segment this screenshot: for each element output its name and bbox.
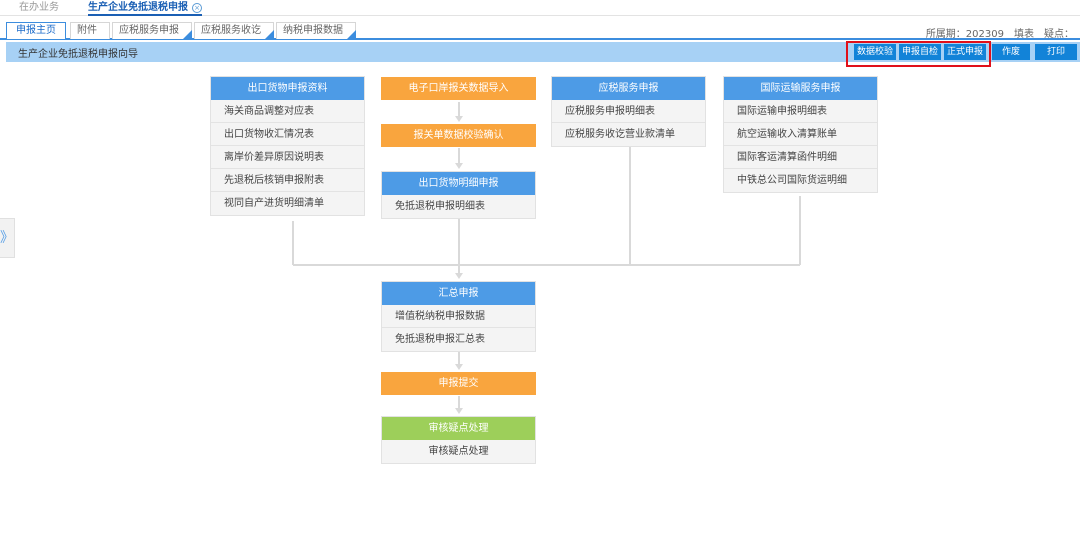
tab-corner-icon <box>265 30 274 39</box>
list-item[interactable]: 中铁总公司国际货运明细 <box>724 169 877 192</box>
tab-production-tax-refund[interactable]: 生产企业免抵退税申报 × <box>88 1 202 16</box>
summary-panel: 汇总申报 增值税纳税申报数据 免抵退税申报汇总表 <box>381 281 536 352</box>
highlight-box <box>846 41 991 67</box>
list-item[interactable]: 先退税后核销申报附表 <box>211 169 364 192</box>
export-detail-header[interactable]: 出口货物明细申报 <box>382 172 535 195</box>
list-item[interactable]: 国际运输申报明细表 <box>724 100 877 123</box>
wizard-header: 生产企业免抵退税申报向导 <box>6 42 1080 62</box>
taxable-service-header[interactable]: 应税服务申报 <box>552 77 705 100</box>
export-goods-panel: 出口货物申报资料 海关商品调整对应表 出口货物收汇情况表 离岸价差异原因说明表 … <box>210 76 365 216</box>
tab-tax-declare-data[interactable]: 纳税申报数据 <box>276 22 356 39</box>
list-item[interactable]: 应税服务申报明细表 <box>552 100 705 123</box>
tab-label: 应税服务申报 <box>119 25 179 36</box>
list-item[interactable]: 应税服务收讫营业款清单 <box>552 123 705 146</box>
tab-corner-icon <box>183 30 192 39</box>
tab-taxable-service-declare[interactable]: 应税服务申报 <box>112 22 192 39</box>
tab-corner-icon <box>347 30 356 39</box>
summary-header[interactable]: 汇总申报 <box>382 282 535 305</box>
period-info: 所属期：202309 填表 疑点： <box>925 29 1074 40</box>
export-goods-header[interactable]: 出口货物申报资料 <box>211 77 364 100</box>
void-button[interactable]: 作废 <box>992 44 1030 60</box>
list-item[interactable]: 视同自产进货明细清单 <box>211 192 364 215</box>
submit-declare-button[interactable]: 申报提交 <box>381 372 536 395</box>
tab-attachment[interactable]: 附件 <box>70 22 110 39</box>
list-item[interactable]: 海关商品调整对应表 <box>211 100 364 123</box>
list-item[interactable]: 国际客运清算函件明细 <box>724 146 877 169</box>
list-item[interactable]: 免抵退税申报明细表 <box>382 195 535 218</box>
tab-label: 生产企业免抵退税申报 <box>88 2 188 13</box>
tab-label: 纳税申报数据 <box>283 25 343 36</box>
list-item[interactable]: 出口货物收汇情况表 <box>211 123 364 146</box>
data-check-button[interactable]: 数据校验 <box>854 44 896 60</box>
sub-tab-bar: 申报主页 附件 应税服务申报 应税服务收讫 纳税申报数据 所属期：202309 … <box>0 22 1080 40</box>
intl-transport-header[interactable]: 国际运输服务申报 <box>724 77 877 100</box>
taxable-service-panel: 应税服务申报 应税服务申报明细表 应税服务收讫营业款清单 <box>551 76 706 147</box>
review-panel: 审核疑点处理 审核疑点处理 <box>381 416 536 464</box>
expand-sidebar-icon[interactable]: 》 <box>0 218 15 258</box>
review-header[interactable]: 审核疑点处理 <box>382 417 535 440</box>
tab-label: 应税服务收讫 <box>201 25 261 36</box>
edi-import-button[interactable]: 电子口岸报关数据导入 <box>381 77 536 100</box>
formal-declare-button[interactable]: 正式申报 <box>944 44 986 60</box>
tab-in-progress[interactable]: 在办业务 <box>19 2 59 13</box>
tab-taxable-service-received[interactable]: 应税服务收讫 <box>194 22 274 39</box>
close-icon[interactable]: × <box>192 3 202 13</box>
app-tab-bar: 在办业务 生产企业免抵退税申报 × <box>0 0 1080 16</box>
list-item[interactable]: 免抵退税申报汇总表 <box>382 328 535 351</box>
list-item[interactable]: 审核疑点处理 <box>382 440 535 463</box>
self-check-button[interactable]: 申报自检 <box>899 44 941 60</box>
list-item[interactable]: 离岸价差异原因说明表 <box>211 146 364 169</box>
wizard-title: 生产企业免抵退税申报向导 <box>18 49 138 60</box>
customs-check-button[interactable]: 报关单数据校验确认 <box>381 124 536 147</box>
print-button[interactable]: 打印 <box>1035 44 1077 60</box>
intl-transport-panel: 国际运输服务申报 国际运输申报明细表 航空运输收入清算账单 国际客运清算函件明细… <box>723 76 878 193</box>
export-detail-panel: 出口货物明细申报 免抵退税申报明细表 <box>381 171 536 219</box>
tab-home[interactable]: 申报主页 <box>6 22 66 39</box>
list-item[interactable]: 增值税纳税申报数据 <box>382 305 535 328</box>
list-item[interactable]: 航空运输收入清算账单 <box>724 123 877 146</box>
